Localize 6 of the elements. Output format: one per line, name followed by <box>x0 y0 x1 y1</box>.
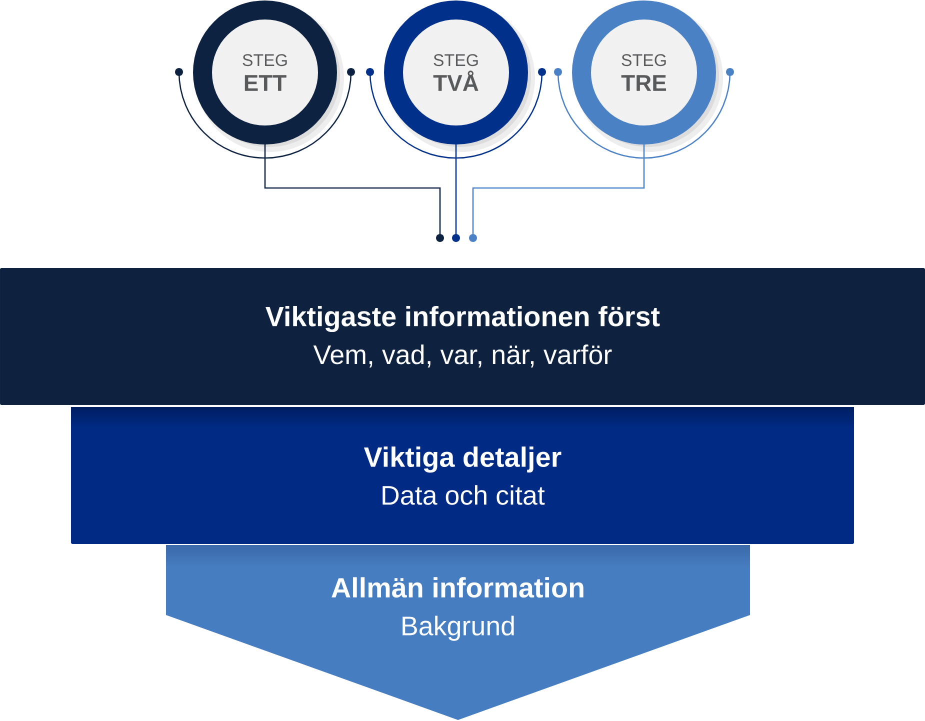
connector-line <box>452 144 460 242</box>
arrow-band: Allmän information Bakgrund <box>166 545 750 720</box>
connector-line <box>264 144 444 242</box>
text-band: Viktiga detaljer Data och citat <box>71 407 854 544</box>
connector-line <box>469 144 645 242</box>
text-band: Viktigaste informationen först Vem, vad, var, när, varför <box>0 268 925 405</box>
